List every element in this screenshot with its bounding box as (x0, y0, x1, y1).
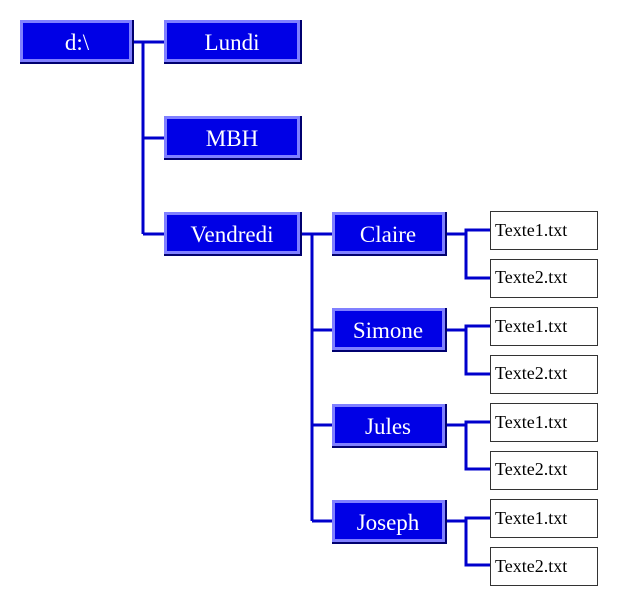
folder-simone[interactable]: Simone (332, 308, 447, 352)
file-claire-texte1-label: Texte1.txt (495, 220, 567, 240)
folder-jules-label: Jules (365, 414, 411, 439)
connector-claire-files (446, 228, 490, 280)
connector-jules-files (446, 420, 490, 471)
file-simone-texte1-label: Texte1.txt (495, 316, 567, 336)
folder-joseph-label: Joseph (357, 510, 420, 535)
folder-mbh[interactable]: MBH (164, 116, 302, 160)
file-jules-texte2-label: Texte2.txt (495, 459, 567, 479)
file-simone-texte2[interactable]: Texte2.txt (490, 355, 598, 394)
folder-jules[interactable]: Jules (332, 404, 447, 448)
folder-lundi[interactable]: Lundi (164, 20, 302, 64)
folder-root[interactable]: d:\ (20, 20, 134, 64)
file-joseph-texte2[interactable]: Texte2.txt (490, 547, 598, 586)
file-claire-texte1[interactable]: Texte1.txt (490, 211, 598, 250)
folder-vendredi[interactable]: Vendredi (164, 212, 302, 256)
folder-claire-label: Claire (360, 222, 416, 247)
file-jules-texte1[interactable]: Texte1.txt (490, 403, 598, 442)
folder-joseph[interactable]: Joseph (332, 500, 447, 544)
connector-root-trunk (134, 40, 145, 234)
file-jules-texte1-label: Texte1.txt (495, 412, 567, 432)
file-joseph-texte1[interactable]: Texte1.txt (490, 499, 598, 538)
file-simone-texte2-label: Texte2.txt (495, 363, 567, 383)
connector-joseph-files (446, 516, 490, 567)
folder-vendredi-label: Vendredi (190, 222, 273, 247)
folder-root-label: d:\ (65, 30, 90, 55)
file-joseph-texte2-label: Texte2.txt (495, 556, 567, 576)
connector-vendredi-trunk (301, 232, 314, 521)
file-joseph-texte1-label: Texte1.txt (495, 508, 567, 528)
file-claire-texte2-label: Texte2.txt (495, 267, 567, 287)
file-simone-texte1[interactable]: Texte1.txt (490, 307, 598, 346)
folder-lundi-label: Lundi (205, 30, 260, 55)
file-jules-texte2[interactable]: Texte2.txt (490, 451, 598, 490)
connector-simone-files (446, 324, 490, 376)
folder-claire[interactable]: Claire (332, 212, 447, 256)
file-claire-texte2[interactable]: Texte2.txt (490, 259, 598, 298)
folder-mbh-label: MBH (206, 126, 258, 151)
tree-connectors (134, 40, 490, 567)
folder-simone-label: Simone (353, 318, 423, 343)
